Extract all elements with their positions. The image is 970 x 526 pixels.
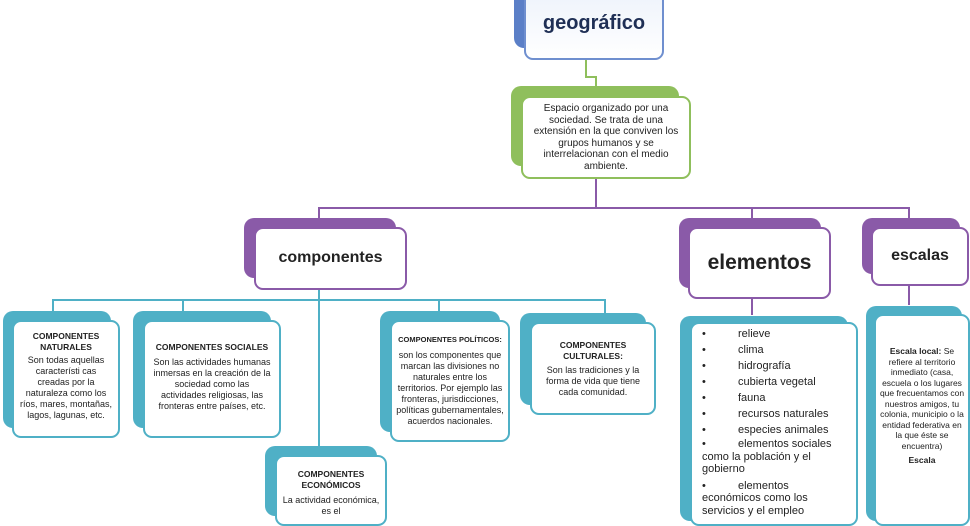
componentes-naturales-node: COMPONENTES NATURALES Son todas aquellas… [3, 311, 120, 438]
componentes-node: componentes [244, 218, 407, 290]
politicos-text: son los componentes que marcan las divis… [396, 350, 504, 426]
connector-componentes-down [318, 288, 320, 446]
definition-node: Espacio organizado por una sociedad. Se … [511, 86, 691, 179]
escala-local-text: Se refiere al territorio inmediato (casa… [879, 346, 965, 451]
elementos-node-box: elementos [688, 227, 831, 299]
connector-elementos-down [751, 297, 753, 315]
componentes-culturales-node: COMPONENTES CULTURALES: Son las tradicio… [520, 313, 656, 415]
escalas-node-box: escalas [871, 227, 969, 286]
list-item: •clima [702, 344, 764, 356]
escala-local-label: Escala local: [889, 346, 942, 356]
culturales-box: COMPONENTES CULTURALES: Son las tradicio… [530, 322, 656, 415]
sociales-text: Son las actividades humanas inmersas en … [153, 357, 271, 411]
naturales-box: COMPONENTES NATURALES Son todas aquellas… [12, 320, 120, 438]
list-item: •fauna [702, 392, 766, 404]
culturales-text: Son las tradiciones y la forma de vida q… [545, 365, 641, 397]
elementos-list: •relieve •clima •hidrografía •cubierta v… [702, 326, 850, 517]
connector-to-sociales [182, 299, 184, 313]
escala-next-label: Escala [908, 455, 936, 465]
economicos-title: COMPONENTES ECONÓMICOS [297, 469, 365, 490]
connector-root-definition-h [585, 76, 597, 78]
definition-text: Espacio organizado por una sociedad. Se … [533, 103, 679, 172]
sociales-box: COMPONENTES SOCIALES Son las actividades… [143, 320, 281, 438]
list-item: •relieve [702, 328, 771, 340]
politicos-box: COMPONENTES POLÍTICOS: son los component… [390, 320, 510, 442]
elementos-node: elementos [679, 218, 831, 299]
elementos-list-box: •relieve •clima •hidrografía •cubierta v… [690, 322, 858, 526]
list-item: •cubierta vegetal [702, 376, 816, 388]
elementos-title: elementos [707, 251, 812, 274]
connector-to-componentes [318, 207, 320, 221]
connector-branches-bar [318, 207, 910, 209]
naturales-title: COMPONENTES NATURALES [32, 331, 100, 352]
escalas-title: escalas [891, 247, 949, 264]
componentes-politicos-node: COMPONENTES POLÍTICOS: son los component… [380, 311, 510, 442]
componentes-node-box: componentes [254, 227, 407, 290]
list-item: •recursos naturales [702, 408, 829, 420]
politicos-title: COMPONENTES POLÍTICOS: [398, 335, 502, 344]
root-title: geográfico [542, 12, 646, 34]
componentes-title: componentes [278, 249, 383, 266]
connector-escalas-down [908, 283, 910, 305]
escalas-detail-box: Escala local: Se refiere al territorio i… [874, 314, 970, 526]
list-item: •elementos económicos como los servicios… [702, 479, 808, 517]
list-item: •especies animales [702, 424, 829, 436]
connector-root-definition-v2 [595, 76, 597, 88]
list-item: •elementos sociales como la población y … [702, 438, 832, 475]
connector-root-definition [585, 60, 587, 78]
componentes-economicos-node: COMPONENTES ECONÓMICOS La actividad econ… [265, 446, 387, 526]
escalas-node: escalas [862, 218, 970, 286]
connector-definition-branches [595, 176, 597, 208]
escalas-detail-node: Escala local: Se refiere al territorio i… [866, 306, 970, 526]
connector-to-escalas [908, 207, 910, 221]
elementos-list-node: •relieve •clima •hidrografía •cubierta v… [680, 316, 858, 526]
connector-components-bar [52, 299, 606, 301]
definition-node-box: Espacio organizado por una sociedad. Se … [521, 96, 691, 179]
economicos-text: La actividad económica, es el [282, 495, 380, 516]
connector-to-elementos [751, 207, 753, 221]
connector-to-culturales [604, 299, 606, 315]
connector-to-politicos [438, 299, 440, 313]
root-node-box: geográfico [524, 0, 664, 60]
connector-to-naturales [52, 299, 54, 313]
list-item: •hidrografía [702, 360, 791, 372]
root-node: geográfico [514, 0, 664, 60]
economicos-box: COMPONENTES ECONÓMICOS La actividad econ… [275, 455, 387, 526]
componentes-sociales-node: COMPONENTES SOCIALES Son las actividades… [133, 311, 281, 438]
culturales-title: COMPONENTES CULTURALES: [559, 340, 627, 361]
naturales-text: Son todas aquellas característi cas crea… [19, 355, 113, 420]
sociales-title: COMPONENTES SOCIALES [155, 342, 269, 352]
